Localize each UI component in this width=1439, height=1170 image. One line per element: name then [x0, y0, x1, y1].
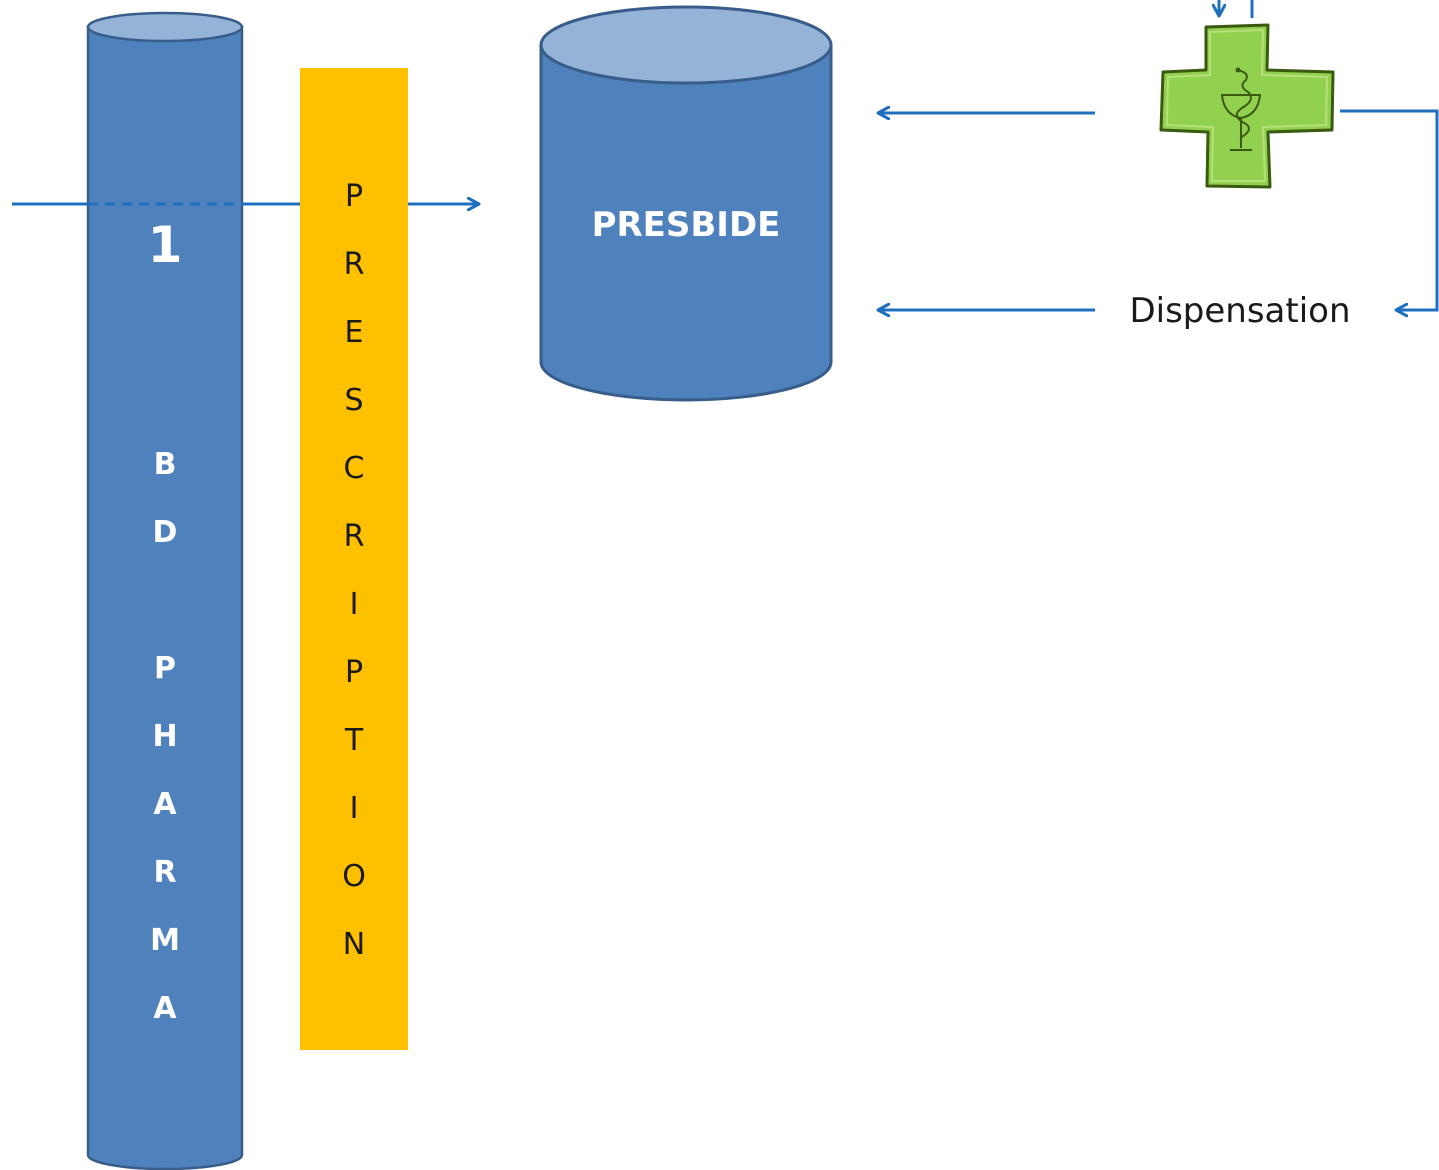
pharmacy-to-dispensation-connector: [1340, 109, 1439, 310]
bd-pharma-letter-1: D: [153, 515, 178, 550]
prescription-letter-11: N: [343, 927, 365, 962]
prescription-letter-10: O: [342, 859, 366, 894]
presbide-label: PRESBIDE: [592, 205, 781, 245]
prescription-letter-6: I: [350, 587, 359, 622]
prescription-letter-0: P: [345, 179, 363, 214]
prescription-letter-4: C: [344, 451, 365, 486]
prescription-letter-9: I: [350, 791, 359, 826]
bd-pharma-letter-0: B: [154, 447, 177, 482]
prescription-letter-3: S: [344, 383, 363, 418]
prescription-letter-5: R: [344, 519, 365, 554]
prescription-letter-8: T: [344, 723, 364, 758]
presbide-database: PRESBIDE: [539, 5, 833, 402]
bd-pharma-letter-4: H: [152, 719, 177, 754]
bd-pharma-letter-7: M: [150, 923, 180, 958]
bd-pharma-letter-6: R: [153, 855, 176, 890]
bd-pharma-number: 1: [148, 216, 183, 274]
bd-pharma-letter-8: A: [153, 991, 177, 1026]
prescription-letter-1: R: [344, 247, 365, 282]
bd-pharma-letter-3: P: [154, 651, 176, 686]
prescription-letter-2: E: [345, 315, 364, 350]
pharmacy-cross-icon: [1159, 23, 1335, 189]
bd-pharma-letter-5: A: [153, 787, 177, 822]
dispensation-label: Dispensation: [1129, 291, 1350, 331]
pharmacy-top-arrows: [1219, 0, 1254, 18]
prescription-letter-7: P: [345, 655, 363, 690]
